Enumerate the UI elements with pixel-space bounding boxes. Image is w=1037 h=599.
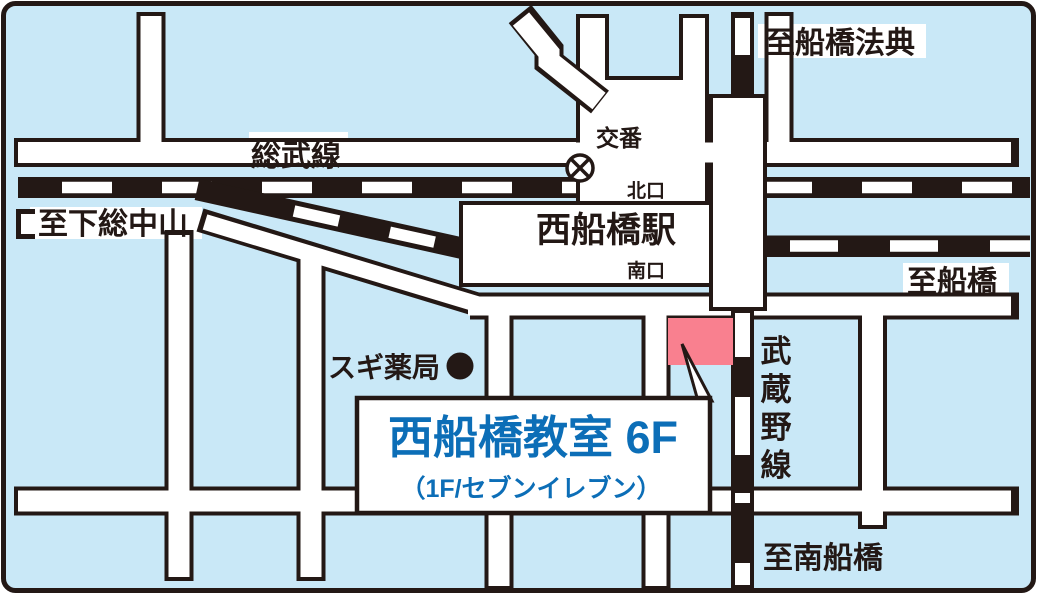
musashino-line-label: 武 蔵 野 線	[761, 334, 792, 483]
road-seam-east	[701, 142, 713, 163]
north-exit-label: 北口	[627, 180, 665, 202]
svg-text:線: 線	[761, 448, 792, 483]
classroom-building-highlight	[668, 318, 733, 365]
pharmacy-label: スギ薬局	[328, 352, 440, 383]
station-name-label: 西船橋駅	[536, 211, 676, 250]
pharmacy-dot-icon	[446, 352, 474, 380]
branch-railway-east	[748, 235, 1030, 257]
south-exit-label: 南口	[627, 260, 665, 282]
classroom-label-box	[354, 395, 713, 516]
label-plate-funabashi	[903, 263, 1009, 297]
dest-minami-funabashi-label: 至南船橋	[763, 542, 884, 575]
classroom-title: 西船橋教室 6F	[388, 412, 678, 463]
sobu-line-railway	[18, 177, 1030, 198]
sobu-line-label: 総武線	[251, 139, 341, 173]
svg-text:武: 武	[761, 334, 792, 369]
dest-shimosa-nakayama-label: 至下総中山	[38, 208, 188, 241]
classroom-subtitle: （1F/セブンイレブン）	[400, 474, 661, 503]
koban-icon	[565, 153, 595, 183]
musashino-line-railway	[731, 12, 754, 588]
branch-railway-west	[194, 179, 473, 261]
svg-text:蔵: 蔵	[761, 372, 792, 407]
svg-text:野: 野	[761, 410, 792, 445]
dest-funabashi-label: 至船橋	[907, 266, 998, 299]
dest-hoten-label: 至船橋法典	[765, 27, 915, 60]
station-tower	[709, 94, 767, 311]
plaza-diagonal-road	[508, 4, 609, 114]
road-stub-west	[16, 209, 41, 239]
koban-label: 交番	[596, 125, 643, 151]
